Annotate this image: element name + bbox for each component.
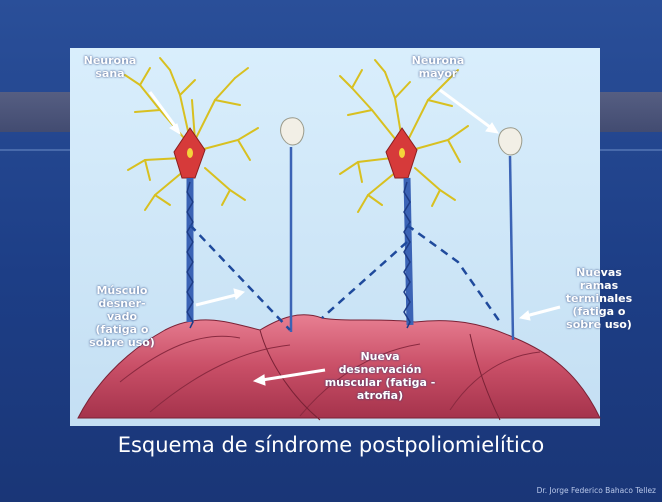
label-neuron-left-1: Neurona (74, 54, 146, 67)
label-denervated-muscle: Músculo desner- vado (fatiga o sobre uso… (74, 284, 170, 349)
label-new-terminals: Nuevas ramas terminales (fatiga o sobre … (555, 266, 643, 331)
label-middle-3: muscular (fatiga - (300, 376, 460, 389)
label-new-denervation: Nueva desnervación muscular (fatiga - at… (300, 350, 460, 402)
author-credit: Dr. Jorge Federico Bahaco Tellez (537, 486, 656, 495)
label-neuron-left-2: sana (74, 67, 146, 80)
label-middle-4: atrofia) (300, 389, 460, 402)
label-neuron-right-1: Neurona (402, 54, 474, 67)
label-neuron-right-2: mayor (402, 67, 474, 80)
nucleus-left (187, 148, 193, 158)
label-large-neuron: Neurona mayor (402, 54, 474, 80)
nucleus-right (399, 148, 405, 158)
label-middle-2: desnervación (300, 363, 460, 376)
label-healthy-neuron: Neurona sana (74, 54, 146, 80)
label-middle-1: Nueva (300, 350, 460, 363)
diagram-caption: Esquema de síndrome postpoliomielítico (0, 433, 662, 457)
